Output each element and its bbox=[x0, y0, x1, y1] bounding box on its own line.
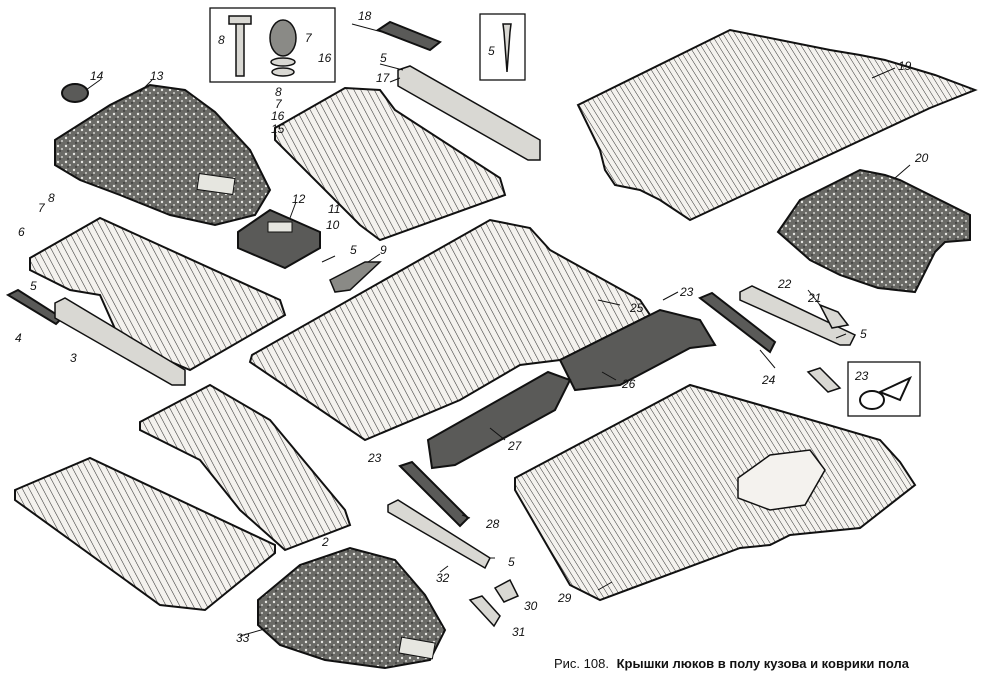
tunnel-trim-part-27 bbox=[426, 370, 572, 470]
callout-10: 10 bbox=[326, 218, 340, 232]
callout-22: 22 bbox=[777, 277, 792, 291]
callout-28: 28 bbox=[485, 517, 500, 531]
sill-strip-part-22 bbox=[739, 285, 857, 346]
callout-14: 14 bbox=[90, 69, 104, 83]
callout-33: 33 bbox=[236, 631, 250, 645]
caption-prefix: Рис. 108. bbox=[554, 656, 609, 671]
callout-5-right: 5 bbox=[860, 327, 867, 341]
bracket-part-9 bbox=[329, 261, 382, 293]
callout-12: 12 bbox=[292, 192, 306, 206]
clip-detail-box-23 bbox=[847, 361, 921, 417]
callout-5-mid: 5 bbox=[350, 243, 357, 257]
floor-mat-part-2 bbox=[139, 383, 352, 552]
callout-6: 6 bbox=[18, 225, 25, 239]
sill-strip-part-17 bbox=[397, 65, 541, 161]
figure-caption: Рис. 108. Крышки люков в полу кузова и к… bbox=[554, 656, 910, 671]
callout-8-left: 8 bbox=[48, 191, 55, 205]
callout-7-mid: 7 bbox=[275, 97, 283, 111]
felt-mat-part-33 bbox=[257, 546, 447, 670]
felt-mat-part-13 bbox=[54, 83, 272, 227]
floor-mat-part-1 bbox=[14, 456, 276, 612]
hatch-cover-part-12 bbox=[237, 208, 321, 270]
callout-26: 26 bbox=[621, 377, 636, 391]
callout-24: 24 bbox=[761, 373, 776, 387]
callout-31: 31 bbox=[512, 625, 525, 639]
washer-part-16 bbox=[270, 57, 296, 67]
callout-7-left: 7 bbox=[38, 201, 46, 215]
strip-part-4 bbox=[5, 288, 64, 326]
callout-15: 15 bbox=[271, 122, 285, 136]
callout-3: 3 bbox=[70, 351, 77, 365]
callout-20: 20 bbox=[914, 151, 929, 165]
callout-9: 9 bbox=[380, 243, 387, 257]
callout-4: 4 bbox=[15, 331, 22, 345]
sill-strip-part-32 bbox=[387, 499, 491, 570]
trim-part-18 bbox=[375, 20, 442, 52]
bracket-part-31 bbox=[468, 595, 501, 628]
floor-mat-part-19 bbox=[576, 28, 978, 222]
clip-part-21 bbox=[818, 303, 850, 329]
floor-mat-part-15 bbox=[274, 86, 507, 242]
callout-30: 30 bbox=[524, 599, 538, 613]
callout-23-low: 23 bbox=[367, 451, 382, 465]
fastener-detail-box bbox=[209, 7, 336, 83]
callout-11: 11 bbox=[328, 202, 340, 216]
callout-2: 2 bbox=[321, 535, 329, 549]
callout-17: 17 bbox=[376, 71, 391, 85]
callout-5-low: 5 bbox=[508, 555, 515, 569]
callout-5-left: 5 bbox=[30, 279, 37, 293]
caption-title: Крышки люков в полу кузова и коврики пол… bbox=[617, 656, 910, 671]
strip-part-24 bbox=[698, 291, 777, 354]
callout-25: 25 bbox=[629, 301, 644, 315]
callout-18: 18 bbox=[358, 9, 372, 23]
callout-7-box: 7 bbox=[305, 31, 313, 45]
callout-29: 29 bbox=[557, 591, 572, 605]
callout-32: 32 bbox=[436, 571, 450, 585]
clip-part-30 bbox=[493, 578, 520, 603]
callout-21: 21 bbox=[807, 291, 821, 305]
strip-part-28 bbox=[398, 460, 470, 528]
plug-part-14 bbox=[61, 83, 89, 103]
callout-8-box: 8 bbox=[218, 33, 225, 47]
callout-8-mid: 8 bbox=[275, 85, 282, 99]
callout-5-top: 5 bbox=[380, 51, 387, 65]
screw-part-8 bbox=[235, 19, 245, 77]
felt-mat-part-20 bbox=[776, 168, 971, 294]
opening-cutout bbox=[737, 449, 826, 511]
sill-strip-part-3 bbox=[54, 297, 186, 386]
callout-16-mid: 16 bbox=[271, 109, 285, 123]
callout-23-box: 23 bbox=[854, 369, 869, 383]
self-tapping-screw bbox=[502, 23, 512, 73]
tunnel-trim-part-26 bbox=[558, 308, 717, 392]
floor-mat-part-29 bbox=[514, 383, 917, 602]
callout-23-top: 23 bbox=[679, 285, 694, 299]
bracket-part-23 bbox=[806, 367, 842, 393]
callout-13: 13 bbox=[150, 69, 164, 83]
callout-5-box: 5 bbox=[488, 44, 495, 58]
callout-27: 27 bbox=[507, 439, 523, 453]
callout-19: 19 bbox=[898, 59, 912, 73]
bushing-part-7 bbox=[269, 19, 297, 57]
screw-detail-box bbox=[479, 13, 526, 81]
leader-lines bbox=[85, 23, 911, 637]
callout-16-box: 16 bbox=[318, 51, 332, 65]
